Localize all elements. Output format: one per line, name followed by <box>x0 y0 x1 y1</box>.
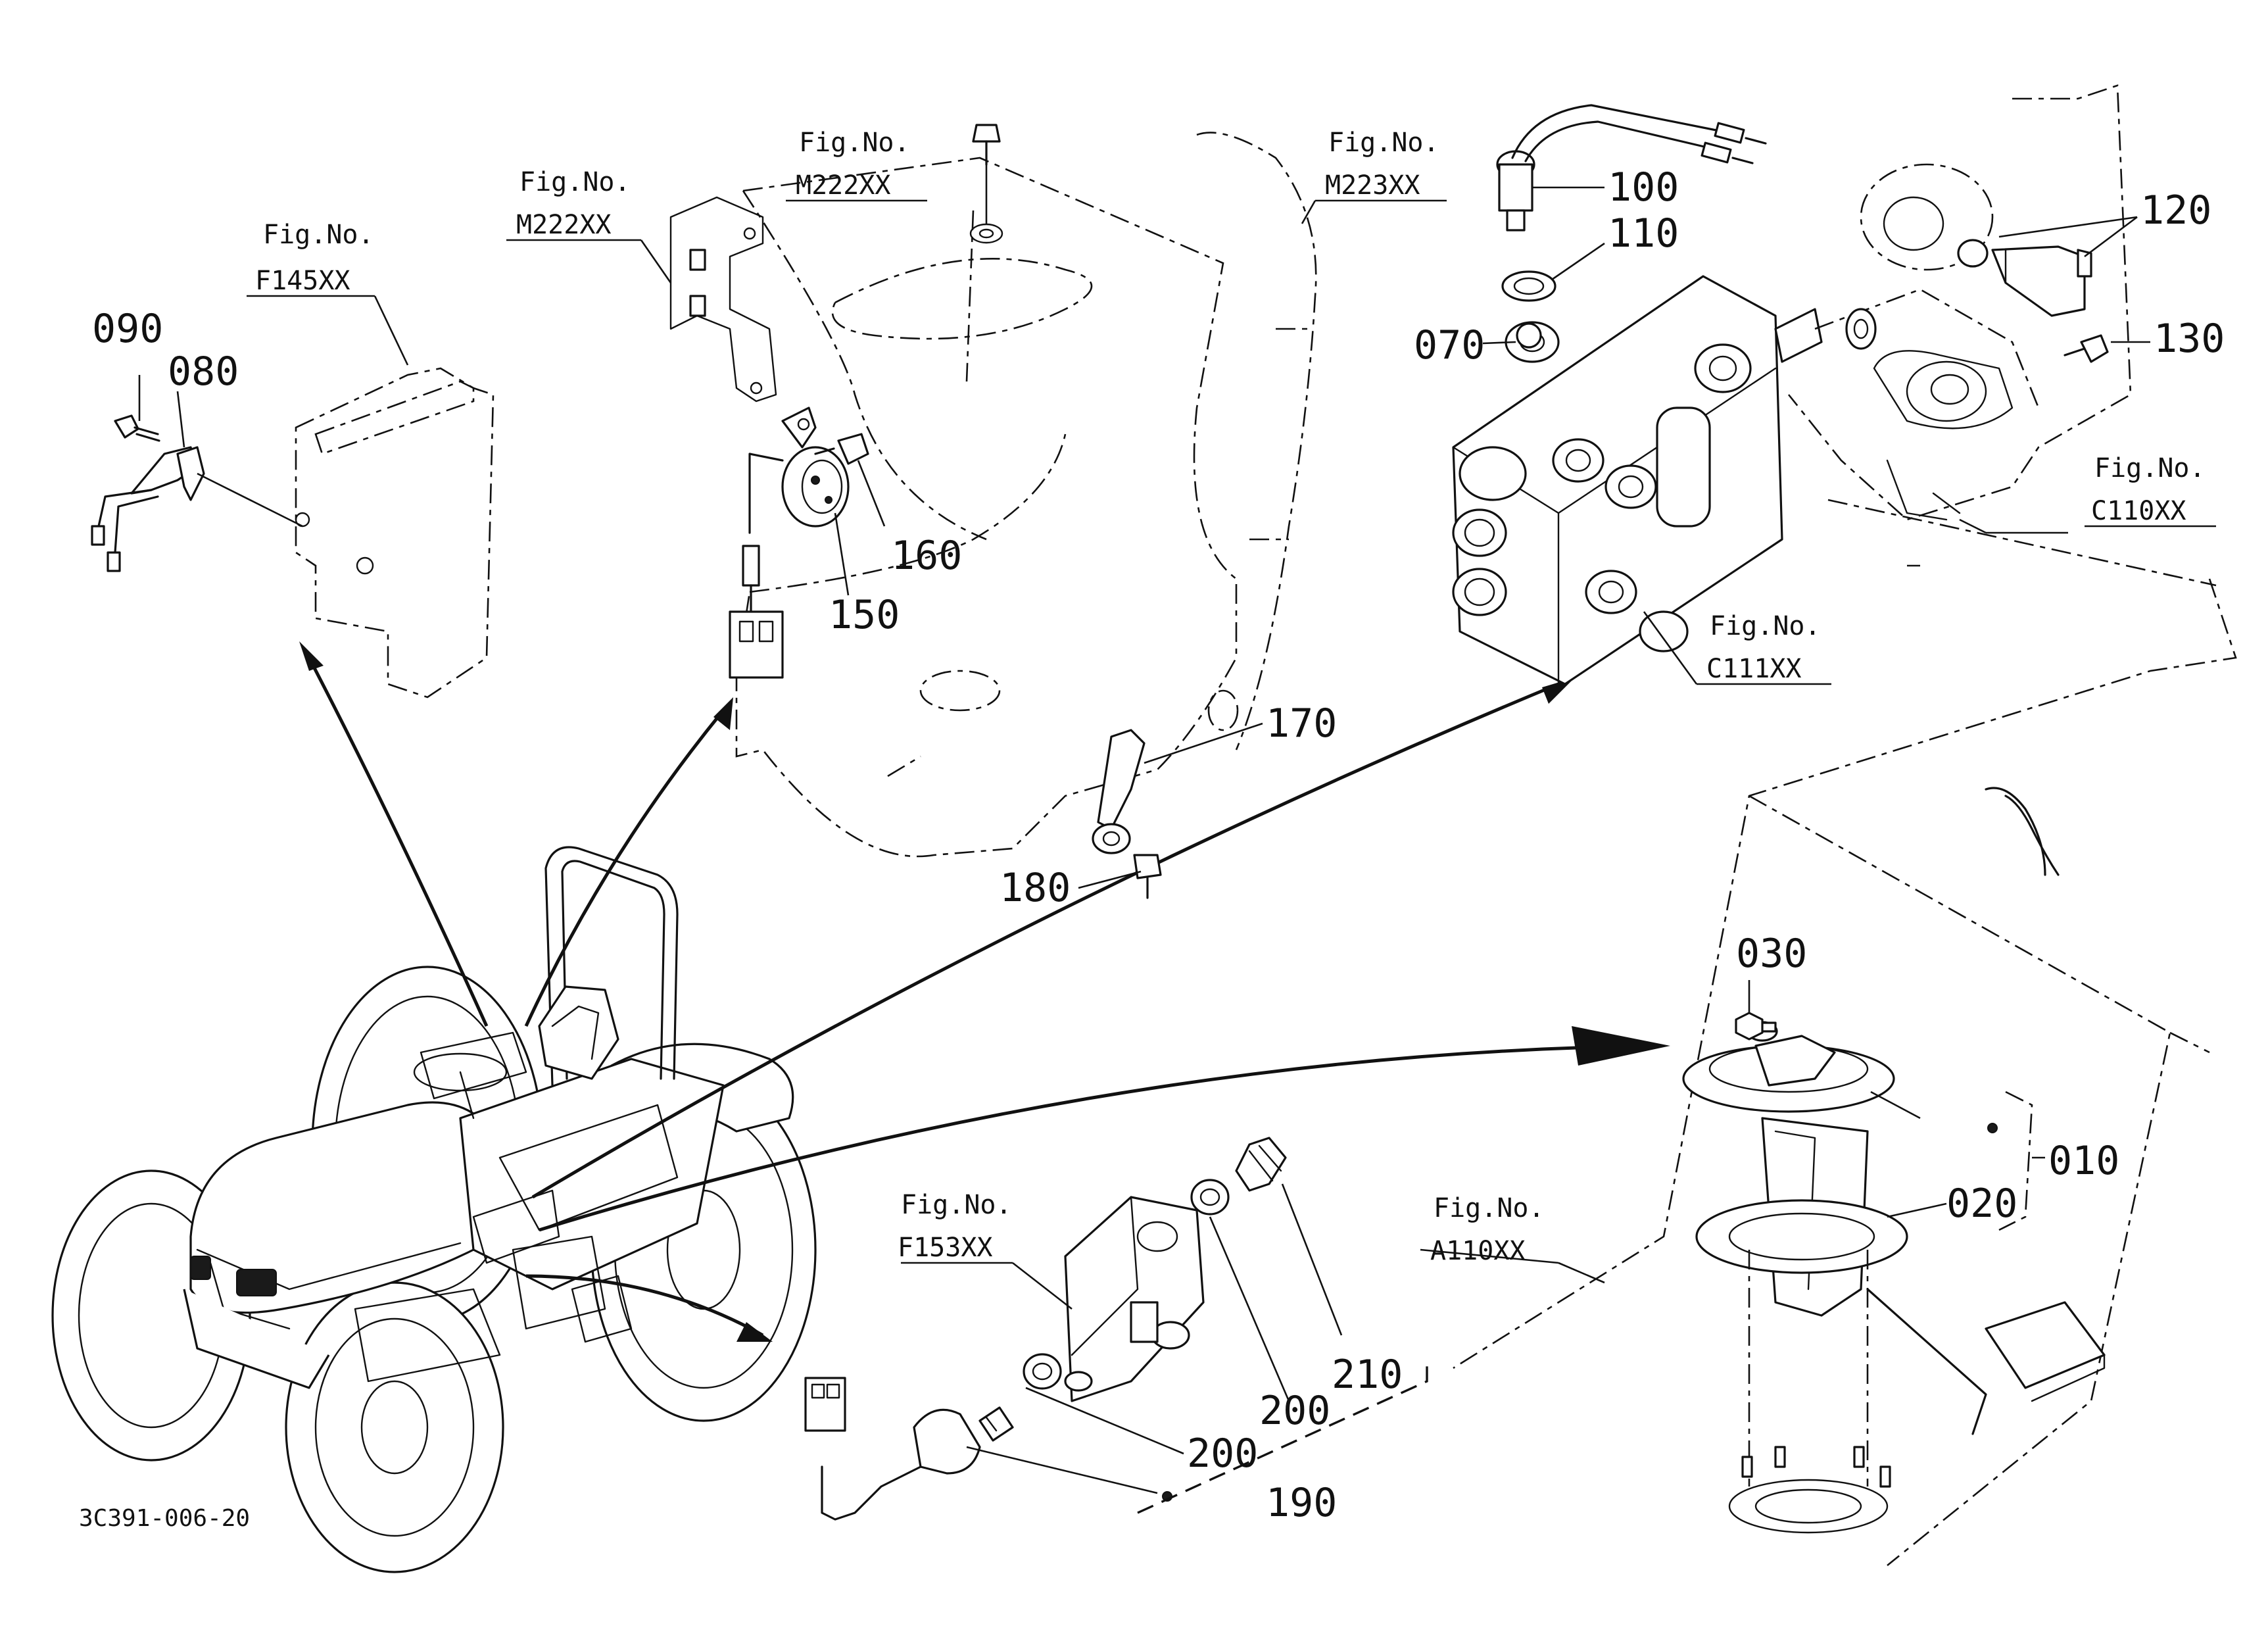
fig-ref-code-c111: C111XX <box>1706 654 1802 684</box>
fig-ref-code-c110: C110XX <box>2091 496 2186 526</box>
fig-ref-code-a110: A110XX <box>1430 1236 1526 1266</box>
fig-ref-label-a110: Fig.No. <box>1434 1193 1545 1223</box>
callout-200-lower: 200 <box>1187 1431 1258 1477</box>
f153-switch-group <box>804 1137 1428 1521</box>
fig-ref-label-m222-top: Fig.No. <box>799 128 910 158</box>
c111-valve-group <box>1452 84 2217 685</box>
fig-ref-code-f145: F145XX <box>255 266 350 296</box>
callout-210: 210 <box>1332 1352 1403 1398</box>
fig-ref-label-m222-left: Fig.No. <box>519 167 631 197</box>
callout-150: 150 <box>829 592 900 638</box>
callout-080: 080 <box>168 349 239 395</box>
callout-110: 110 <box>1608 210 1679 257</box>
callout-170: 170 <box>1266 701 1337 747</box>
fig-ref-label-c110: Fig.No. <box>2094 453 2206 483</box>
f145-bracket-group <box>91 295 495 699</box>
callout-200-upper: 200 <box>1259 1388 1330 1434</box>
a110-fuel-group <box>1420 578 2237 1567</box>
fig-ref-label-c111: Fig.No. <box>1710 611 1821 641</box>
callout-070: 070 <box>1414 322 1485 368</box>
fig-ref-label-f145: Fig.No. <box>263 220 374 250</box>
callout-090: 090 <box>92 306 163 352</box>
callout-030: 030 <box>1736 931 1807 977</box>
fig-ref-code-m223: M223XX <box>1325 170 1420 201</box>
callout-100: 100 <box>1608 164 1679 210</box>
callout-010: 010 <box>2048 1138 2119 1184</box>
tractor-illustration <box>51 846 817 1573</box>
callout-120: 120 <box>2140 187 2211 234</box>
callout-190: 190 <box>1266 1480 1337 1526</box>
fig-ref-code-f153: F153XX <box>898 1233 993 1263</box>
callout-180: 180 <box>1000 865 1071 911</box>
fig-ref-code-m222-left: M222XX <box>516 210 612 240</box>
callout-160: 160 <box>891 533 962 579</box>
fig-ref-label-m223: Fig.No. <box>1328 128 1439 158</box>
diagram-code: 3C391-006-20 <box>79 1505 250 1532</box>
callout-130: 130 <box>2154 316 2225 362</box>
m222-seat-group <box>669 124 1317 899</box>
fig-ref-code-m222-top: M222XX <box>796 170 891 201</box>
location-arrows <box>299 641 1670 1342</box>
figure-reference-labels: Fig.No. F145XX Fig.No. M222XX Fig.No. M2… <box>255 128 2206 1266</box>
callout-020: 020 <box>1946 1181 2017 1227</box>
fig-ref-label-f153: Fig.No. <box>901 1190 1012 1220</box>
part-callouts: 090 080 160 150 170 180 100 110 070 120 … <box>92 164 2225 1526</box>
